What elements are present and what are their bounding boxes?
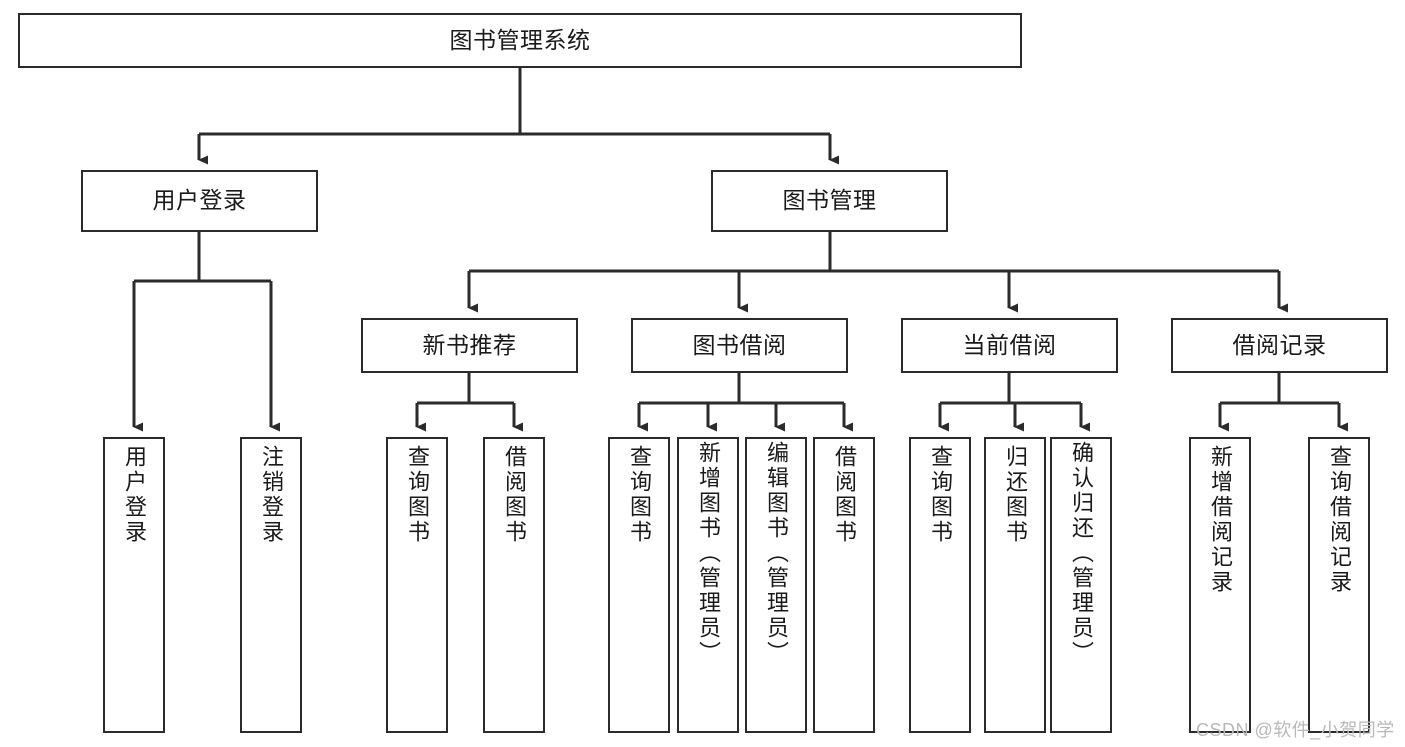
node-user-login[interactable]: 用户登录 [81, 170, 318, 232]
node-leaf-logout[interactable]: 注销登录 [240, 437, 302, 733]
node-leaf-query-book-1-label: 查询图书 [405, 445, 430, 545]
node-current-borrow-label: 当前借阅 [962, 331, 1057, 358]
node-leaf-confirm-return[interactable]: 确认归还（管理员） [1050, 437, 1112, 733]
node-new-book-recommend-label: 新书推荐 [422, 331, 517, 358]
node-leaf-query-book-3[interactable]: 查询图书 [909, 437, 971, 733]
node-current-borrow[interactable]: 当前借阅 [901, 318, 1118, 373]
node-leaf-borrow-book-2-label: 借阅图书 [832, 445, 857, 545]
node-new-book-recommend[interactable]: 新书推荐 [361, 318, 578, 373]
node-leaf-query-book-3-label: 查询图书 [928, 445, 953, 545]
node-leaf-borrow-book-2[interactable]: 借阅图书 [813, 437, 875, 733]
node-leaf-return-book[interactable]: 归还图书 [984, 437, 1046, 733]
node-root[interactable]: 图书管理系统 [18, 13, 1022, 68]
node-leaf-add-book-label: 新增图书（管理员） [696, 441, 721, 666]
node-leaf-return-book-label: 归还图书 [1003, 445, 1028, 545]
node-leaf-query-book-1[interactable]: 查询图书 [386, 437, 448, 733]
node-leaf-user-login-label: 用户登录 [122, 445, 147, 545]
node-book-management-label: 图书管理 [782, 187, 877, 214]
node-leaf-edit-book-label: 编辑图书（管理员） [764, 441, 789, 666]
node-leaf-borrow-book-1-label: 借阅图书 [502, 445, 527, 545]
node-leaf-edit-book[interactable]: 编辑图书（管理员） [745, 437, 807, 733]
node-leaf-add-record[interactable]: 新增借阅记录 [1189, 437, 1251, 733]
node-leaf-add-record-label: 新增借阅记录 [1208, 445, 1233, 595]
node-leaf-query-book-2[interactable]: 查询图书 [608, 437, 670, 733]
node-leaf-confirm-return-label: 确认归还（管理员） [1069, 441, 1094, 666]
node-leaf-query-record-label: 查询借阅记录 [1327, 445, 1352, 595]
node-book-management[interactable]: 图书管理 [711, 170, 948, 232]
node-leaf-query-record[interactable]: 查询借阅记录 [1308, 437, 1370, 733]
node-book-borrow[interactable]: 图书借阅 [631, 318, 848, 373]
node-borrow-records[interactable]: 借阅记录 [1171, 318, 1388, 373]
node-leaf-logout-label: 注销登录 [259, 445, 284, 545]
node-user-login-label: 用户登录 [152, 187, 247, 214]
node-leaf-add-book[interactable]: 新增图书（管理员） [677, 437, 739, 733]
node-leaf-borrow-book-1[interactable]: 借阅图书 [483, 437, 545, 733]
node-leaf-query-book-2-label: 查询图书 [627, 445, 652, 545]
csdn-watermark: CSDN @软件_小贺同学 [1196, 720, 1395, 740]
node-root-label: 图书管理系统 [449, 26, 591, 53]
node-borrow-records-label: 借阅记录 [1232, 331, 1327, 358]
node-leaf-user-login[interactable]: 用户登录 [103, 437, 165, 733]
node-book-borrow-label: 图书借阅 [692, 331, 787, 358]
